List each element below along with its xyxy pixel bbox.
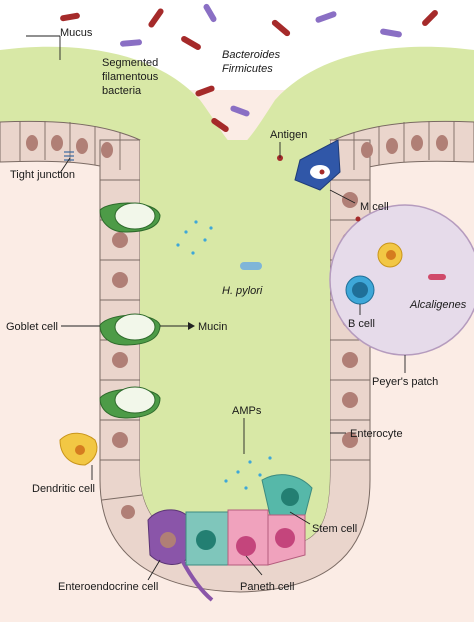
b-cell-icon xyxy=(345,275,375,305)
stem-cell-group xyxy=(185,474,313,566)
label-alcaligenes: Alcaligenes xyxy=(409,299,467,311)
mucin-arrowhead xyxy=(188,322,195,330)
label-bacteroides: Bacteroides xyxy=(222,49,281,61)
paneth-cell-group xyxy=(227,509,306,566)
goblet-cell-icon xyxy=(99,313,161,346)
label-m-cell: M cell xyxy=(360,201,389,213)
label-segmented-1: Segmented xyxy=(102,57,158,69)
dendritic-cell-icon xyxy=(377,242,403,268)
label-amps: AMPs xyxy=(232,405,262,417)
label-h-pylori: H. pylori xyxy=(222,285,263,297)
alcaligenes-icon xyxy=(428,274,446,280)
label-segmented-2: filamentous xyxy=(102,71,159,83)
goblet-cell-icon xyxy=(99,202,161,233)
label-mucus: Mucus xyxy=(60,27,93,39)
mucus-layer xyxy=(0,46,474,150)
label-tight-junction: Tight junction xyxy=(10,169,75,181)
surface-cells xyxy=(19,121,455,170)
goblet-cell-icon xyxy=(99,386,161,419)
label-antigen: Antigen xyxy=(270,129,307,141)
amps-dots xyxy=(176,220,272,490)
label-segmented-3: bacteria xyxy=(102,85,142,97)
antigen-dot xyxy=(355,216,361,222)
label-dendritic-cell: Dendritic cell xyxy=(32,483,95,495)
label-mucin: Mucin xyxy=(198,321,227,333)
label-stem-cell: Stem cell xyxy=(312,523,357,535)
crypt-lumen xyxy=(140,140,330,549)
label-goblet-cell: Goblet cell xyxy=(6,321,58,333)
label-enteroendocrine-cell: Enteroendocrine cell xyxy=(58,581,158,593)
label-enterocyte: Enterocyte xyxy=(350,428,403,440)
dendritic-cell-icon xyxy=(59,432,98,466)
rod-bacterium-icon xyxy=(60,3,438,133)
helicobacter-icon xyxy=(240,262,262,270)
label-peyers-patch: Peyer's patch xyxy=(372,376,438,388)
label-firmicutes: Firmicutes xyxy=(222,63,273,75)
label-paneth-cell: Paneth cell xyxy=(240,581,294,593)
m-cell-icon xyxy=(294,139,341,191)
leader-lines xyxy=(26,35,406,581)
label-b-cell: B cell xyxy=(348,318,375,330)
